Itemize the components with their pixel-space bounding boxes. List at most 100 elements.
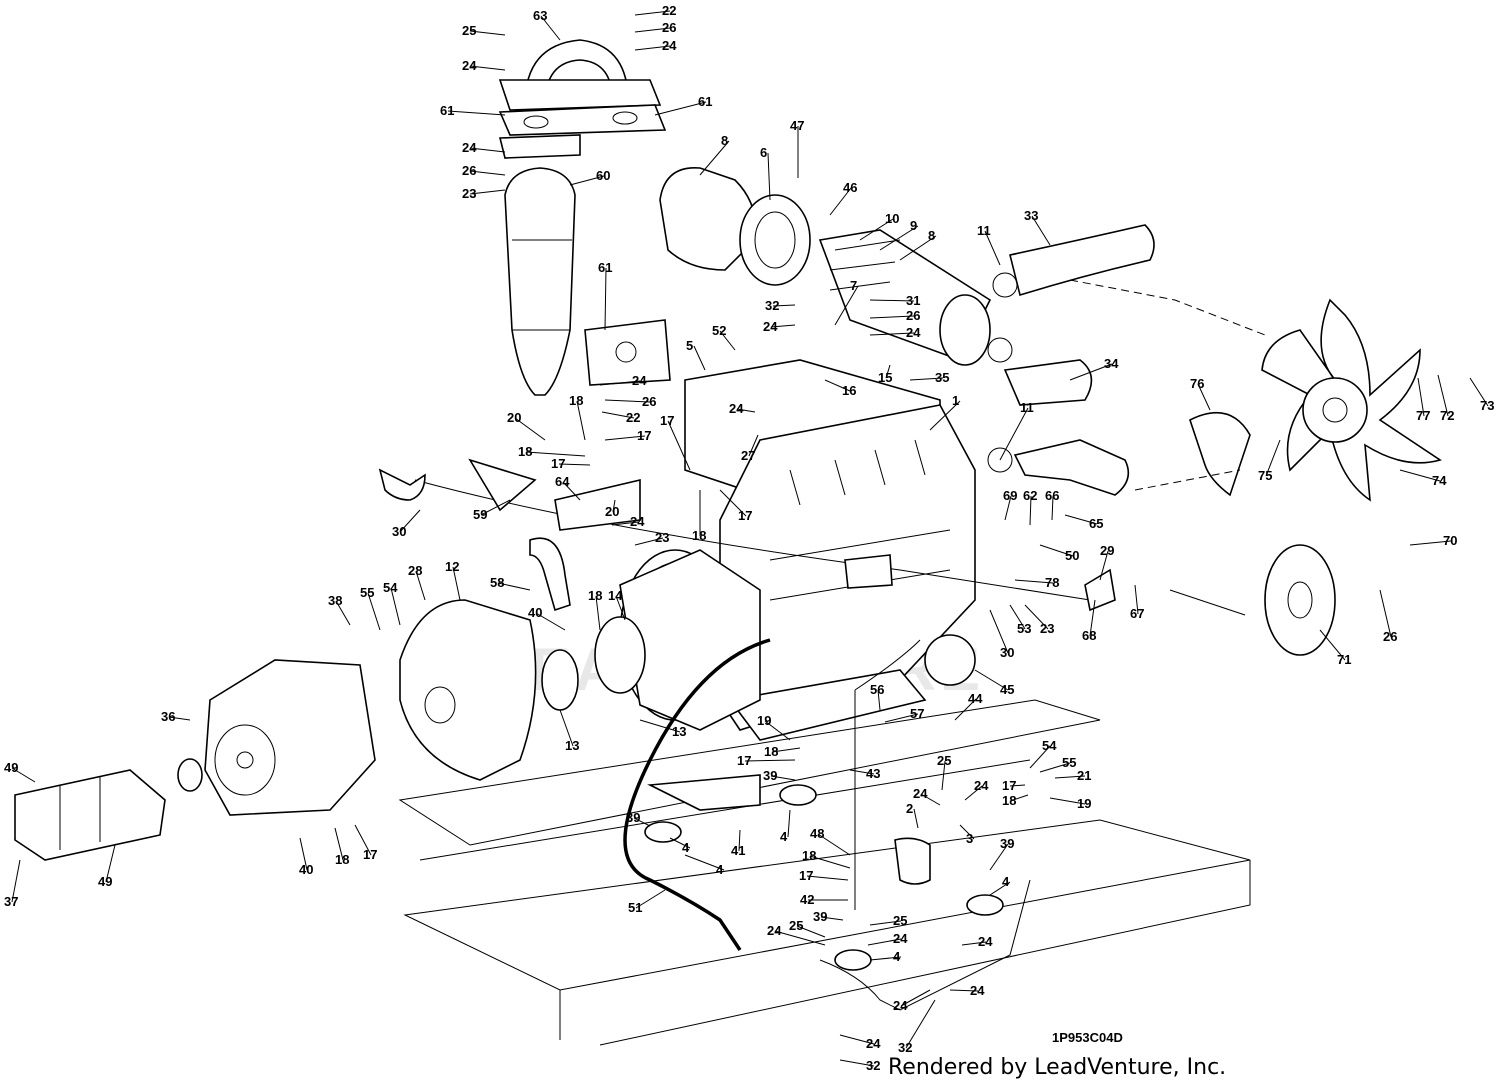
callout-leader-51 bbox=[635, 889, 666, 909]
callout-leader-24 bbox=[774, 930, 826, 946]
callout-leader-63 bbox=[540, 15, 561, 41]
callout-26: 26 bbox=[642, 394, 656, 409]
callout-23: 23 bbox=[1040, 621, 1054, 636]
callout-11: 11 bbox=[977, 223, 991, 238]
callout-78: 78 bbox=[1045, 575, 1059, 590]
callout-leader-26 bbox=[604, 399, 651, 403]
callout-leader-31 bbox=[869, 299, 915, 302]
callout-leader-61 bbox=[604, 267, 607, 331]
callout-51: 51 bbox=[628, 900, 642, 915]
callout-leader-17 bbox=[744, 759, 796, 762]
callout-leader-17 bbox=[719, 489, 747, 517]
callout-55: 55 bbox=[1062, 755, 1076, 770]
callout-leader-11 bbox=[984, 230, 1001, 266]
callout-4: 4 bbox=[780, 829, 788, 844]
callout-25: 25 bbox=[893, 913, 907, 928]
callout-leader-18 bbox=[334, 827, 344, 861]
callout-leader-24 bbox=[469, 147, 506, 153]
callout-24: 24 bbox=[662, 38, 677, 53]
callout-leader-24 bbox=[949, 989, 979, 992]
callout-30: 30 bbox=[1000, 645, 1014, 660]
callout-66: 66 bbox=[1045, 488, 1059, 503]
callout-leader-24 bbox=[920, 793, 941, 806]
callout-33: 33 bbox=[1024, 208, 1038, 223]
callout-34: 34 bbox=[1104, 356, 1119, 371]
callout-4: 4 bbox=[893, 949, 901, 964]
callout-26: 26 bbox=[662, 20, 676, 35]
callout-74: 74 bbox=[1432, 473, 1447, 488]
callout-10: 10 bbox=[885, 211, 899, 226]
callout-18: 18 bbox=[764, 744, 778, 759]
callout-leader-24 bbox=[961, 941, 987, 946]
callout-67: 67 bbox=[1130, 606, 1144, 621]
cables bbox=[414, 479, 1091, 951]
callout-21: 21 bbox=[1077, 768, 1091, 783]
callout-leader-24 bbox=[736, 408, 756, 413]
callout-54: 54 bbox=[383, 580, 398, 595]
callout-leader-4 bbox=[989, 881, 1011, 896]
callout-leader-34 bbox=[1069, 363, 1113, 381]
callout-24: 24 bbox=[632, 373, 647, 388]
callout-59: 59 bbox=[473, 507, 487, 522]
callout-leader-19 bbox=[1049, 797, 1086, 805]
callout-leader-20 bbox=[514, 417, 546, 441]
callout-24: 24 bbox=[893, 931, 908, 946]
callout-leader-32 bbox=[905, 999, 936, 1049]
callout-leader-13 bbox=[559, 709, 574, 747]
callout-leader-75 bbox=[1265, 439, 1281, 477]
callout-leader-3 bbox=[959, 824, 975, 840]
callout-leader-72 bbox=[1437, 374, 1449, 417]
callout-leader-40 bbox=[299, 837, 308, 871]
callout-22: 22 bbox=[626, 410, 640, 425]
callout-13: 13 bbox=[672, 724, 686, 739]
callout-leader-26 bbox=[869, 315, 915, 319]
callout-61: 61 bbox=[698, 94, 712, 109]
callout-leader-26 bbox=[469, 170, 506, 176]
callout-leader-18 bbox=[809, 855, 851, 869]
callout-24: 24 bbox=[978, 934, 993, 949]
callout-18: 18 bbox=[588, 588, 602, 603]
callout-leader-22 bbox=[634, 10, 671, 16]
callout-4: 4 bbox=[682, 840, 690, 855]
callout-43: 43 bbox=[866, 766, 880, 781]
callout-leader-13 bbox=[639, 719, 681, 733]
callout-leader-66 bbox=[1051, 495, 1054, 521]
callout-leader-45 bbox=[974, 669, 1009, 691]
callout-leader-15 bbox=[885, 364, 891, 379]
callout-leader-39 bbox=[989, 843, 1009, 871]
callout-leader-61 bbox=[654, 101, 707, 116]
callout-75: 75 bbox=[1258, 468, 1272, 483]
callout-leader-24 bbox=[964, 785, 983, 801]
callout-42: 42 bbox=[800, 892, 814, 907]
callout-32: 32 bbox=[866, 1058, 880, 1073]
callout-25: 25 bbox=[462, 23, 476, 38]
callout-leader-62 bbox=[1029, 495, 1032, 526]
gear-pump bbox=[14, 769, 166, 861]
callout-leader-7 bbox=[834, 285, 859, 326]
callout-leader-6 bbox=[767, 152, 771, 201]
callout-41: 41 bbox=[731, 843, 745, 858]
cooling-fan bbox=[1189, 298, 1442, 502]
callout-39: 39 bbox=[626, 810, 640, 825]
callout-8: 8 bbox=[721, 133, 728, 148]
callout-16: 16 bbox=[842, 383, 856, 398]
callout-leader-18 bbox=[576, 400, 586, 441]
callout-leader-58 bbox=[497, 582, 531, 591]
callout-leader-77 bbox=[1417, 377, 1425, 417]
callout-1: 1 bbox=[952, 393, 959, 408]
callout-leader-49 bbox=[105, 844, 116, 883]
callout-leader-78 bbox=[1014, 579, 1054, 584]
callout-18: 18 bbox=[802, 848, 816, 863]
callout-leader-18 bbox=[525, 451, 586, 457]
callout-17: 17 bbox=[363, 847, 377, 862]
callout-leader-4 bbox=[869, 956, 902, 961]
callout-28: 28 bbox=[408, 563, 422, 578]
callout-20: 20 bbox=[507, 410, 521, 425]
callout-leader-39 bbox=[633, 817, 651, 827]
callout-leader-24 bbox=[634, 45, 671, 51]
callout-leader-17 bbox=[1009, 784, 1026, 787]
callout-6: 6 bbox=[760, 145, 767, 160]
callout-40: 40 bbox=[528, 605, 542, 620]
callout-22: 22 bbox=[662, 3, 676, 18]
callout-11: 11 bbox=[1020, 400, 1034, 415]
